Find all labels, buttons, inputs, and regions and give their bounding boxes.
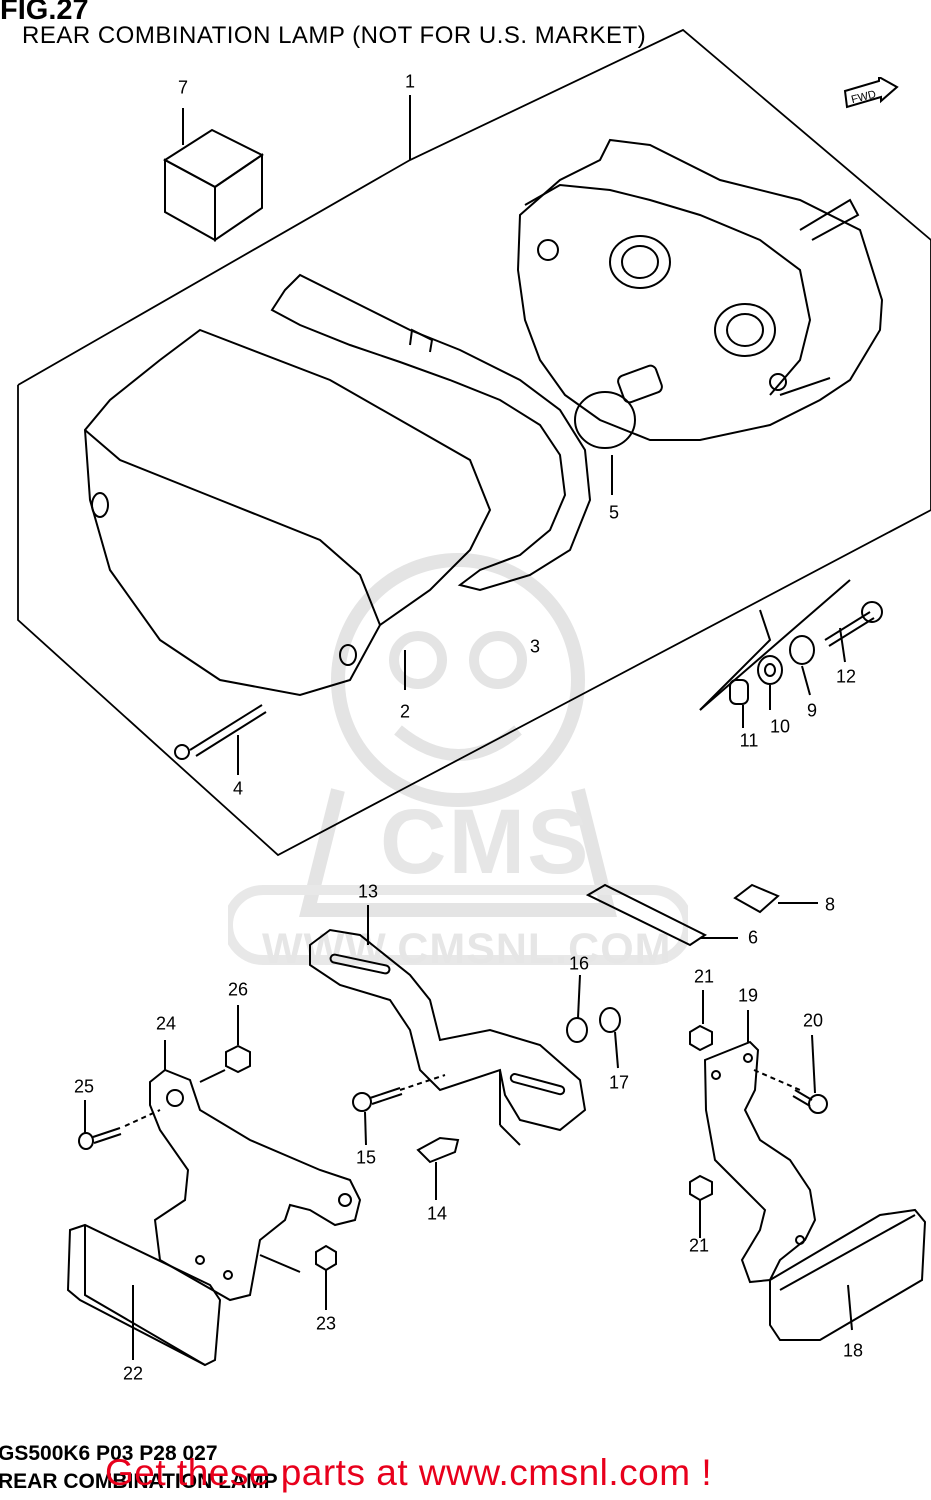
callout-5: 5 <box>608 502 620 523</box>
callout-9: 9 <box>806 700 818 721</box>
callout-11: 11 <box>739 730 759 751</box>
callout-10: 10 <box>769 716 791 737</box>
figure-number: FIG.27 <box>0 0 89 26</box>
callout-13: 13 <box>357 881 379 902</box>
callout-22: 22 <box>122 1363 144 1384</box>
callout-8: 8 <box>824 894 836 915</box>
promo-link[interactable]: Get these parts at www.cmsnl.com ! <box>105 1452 713 1493</box>
callout-15: 15 <box>355 1147 377 1168</box>
cms-watermark-icon <box>228 553 688 965</box>
part-15-screw <box>352 1074 446 1146</box>
callout-18: 18 <box>842 1340 864 1361</box>
callout-3: 3 <box>529 636 541 657</box>
callout-4: 4 <box>232 778 244 799</box>
diagram-name: REAR COMBINATION LAMP <box>0 1470 278 1493</box>
callout-24: 24 <box>155 1013 177 1034</box>
callout-12: 12 <box>835 666 857 687</box>
callout-23: 23 <box>315 1313 337 1334</box>
parts-21-nuts <box>689 990 713 1238</box>
part-lamp-base <box>516 138 884 441</box>
callout-2: 2 <box>399 701 411 722</box>
part-22-reflector <box>66 1223 222 1367</box>
part-4-screw <box>174 704 267 775</box>
parts-16-17-nuts <box>566 974 621 1069</box>
part-13-bracket <box>309 905 587 1146</box>
part-2-lens <box>83 328 492 697</box>
callout-7: 7 <box>177 77 189 98</box>
part-19-bracket <box>703 1010 817 1284</box>
callout-1: 1 <box>404 71 416 92</box>
parts-6-8-pads <box>585 883 818 947</box>
callout-19: 19 <box>737 985 759 1006</box>
watermark-url: WWW.CMSNL.COM <box>262 925 672 973</box>
callout-16: 16 <box>568 953 590 974</box>
part-7-cube <box>163 108 264 242</box>
part-25-screw <box>78 1100 161 1150</box>
callout-26: 26 <box>227 979 249 1000</box>
part-5-bulb <box>574 364 663 495</box>
callout-17: 17 <box>608 1072 630 1093</box>
part-gasket <box>270 273 592 592</box>
figure-title: REAR COMBINATION LAMP (NOT FOR U.S. MARK… <box>22 22 647 49</box>
callout-6: 6 <box>747 927 759 948</box>
callout-25: 25 <box>73 1076 95 1097</box>
part-24-bracket <box>149 1040 362 1302</box>
watermark-brand: CMS <box>380 791 591 893</box>
part-18-reflector <box>769 1208 927 1341</box>
callout-21-upper: 21 <box>693 966 715 987</box>
forward-arrow-icon: FWD <box>843 77 899 109</box>
callout-20: 20 <box>802 1010 824 1031</box>
part-14-bulb-small <box>416 1136 460 1200</box>
callout-14: 14 <box>426 1203 448 1224</box>
part-23-nut <box>315 1244 337 1310</box>
callout-21-lower: 21 <box>688 1235 710 1256</box>
fwd-label: FWD <box>850 88 877 106</box>
assembly-outline <box>17 28 931 857</box>
part-26-nut <box>225 1005 251 1074</box>
parts-9-12-hardware <box>699 579 883 728</box>
part-20-screw <box>792 1034 828 1114</box>
diagram-code: GS500K6 P03 P28 027 <box>0 1442 218 1465</box>
